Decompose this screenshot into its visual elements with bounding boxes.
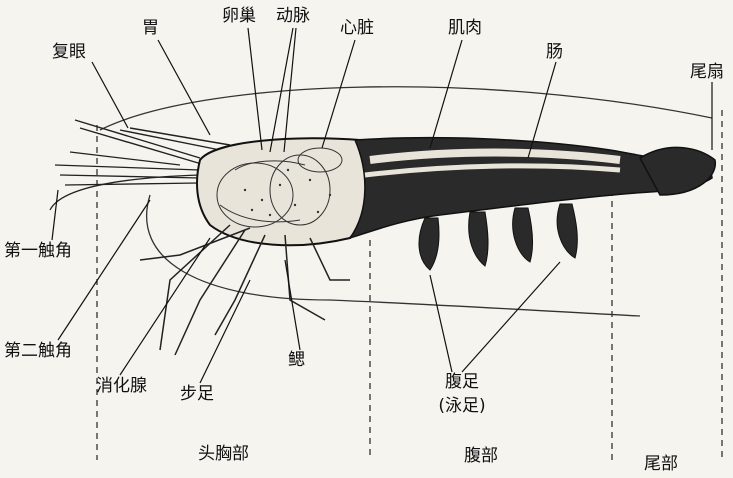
label-pleopods: 腹足 (432, 374, 492, 391)
leader-heart (322, 40, 355, 148)
leader-pleopods-a (430, 275, 452, 372)
label-ovary: 卵巢 (222, 8, 256, 25)
leader-second-antenna (58, 200, 150, 340)
label-pleopods-alt: (泳足) (428, 398, 496, 415)
antennae (50, 152, 200, 210)
section-cephalothorax: 头胸部 (198, 446, 249, 463)
dorsal-contour (100, 87, 712, 130)
section-abdomen: 腹部 (464, 448, 498, 465)
label-stomach: 胃 (142, 20, 159, 37)
label-compound-eye: 复眼 (52, 44, 86, 61)
leader-walking-legs (200, 280, 250, 383)
section-tail: 尾部 (644, 456, 678, 473)
label-tail-fan: 尾扇 (690, 64, 724, 81)
label-muscle: 肌肉 (448, 20, 482, 37)
leader-pleopods-b (462, 262, 560, 372)
label-artery: 动脉 (276, 8, 310, 25)
leader-muscle (430, 40, 462, 148)
label-intestine: 肠 (546, 44, 563, 61)
label-first-antenna: 第一触角 (4, 243, 72, 260)
label-walking-legs: 步足 (180, 386, 214, 403)
leader-compound-eye (92, 62, 128, 128)
leader-stomach (158, 40, 210, 135)
label-heart: 心脏 (340, 20, 374, 37)
leader-ovary (248, 28, 262, 150)
label-digestive-gland: 消化腺 (96, 378, 147, 395)
label-second-antenna: 第二触角 (4, 343, 72, 360)
label-gill: 鳃 (288, 352, 305, 369)
leader-first-antenna (52, 190, 58, 240)
cephalothorax-body (197, 138, 367, 245)
